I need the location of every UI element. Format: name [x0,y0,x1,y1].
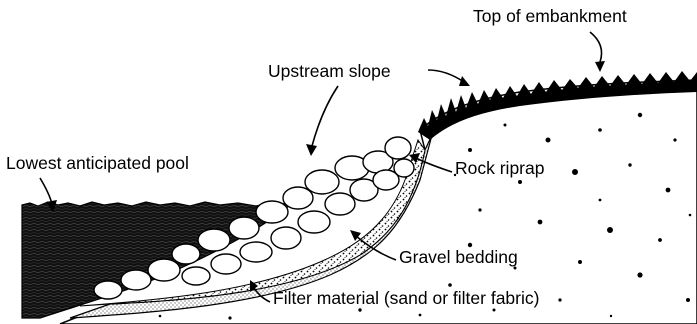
arrow-top-embankment [590,32,602,62]
label-lowest-pool: Lowest anticipated pool [6,155,189,173]
label-gravel-bedding: Gravel bedding [399,249,518,267]
arrow-upstream-slope-right [428,70,464,82]
arrow-pool [40,178,52,204]
label-top-of-embankment: Top of embankment [473,8,627,26]
label-rock-riprap: Rock riprap [455,160,544,178]
label-filter-material: Filter material (sand or filter fabric) [273,290,539,308]
arrow-upstream-slope-down [312,86,338,146]
label-upstream-slope: Upstream slope [268,63,391,81]
